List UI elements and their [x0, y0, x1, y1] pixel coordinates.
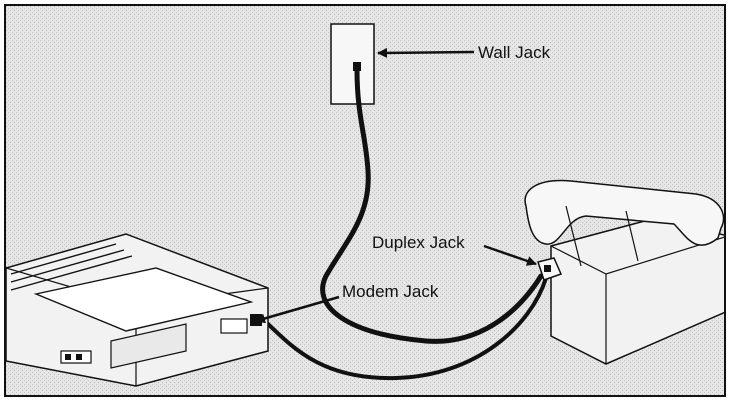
duplex-jack-arrow [483, 244, 537, 266]
computer [6, 233, 269, 387]
connection-diagram: Wall Jack Duplex Jack Modem Jack [6, 6, 724, 395]
duplex-jack-label: Duplex Jack [372, 233, 465, 252]
wall-jack-socket [353, 62, 361, 71]
modem-jack-label: Modem Jack [342, 282, 439, 301]
wall-jack-plate [330, 23, 375, 105]
diagram-frame: Wall Jack Duplex Jack Modem Jack [4, 4, 726, 397]
wall-jack-label: Wall Jack [478, 43, 551, 62]
telephone [524, 179, 724, 365]
modem-cable [266, 276, 548, 381]
modem-jack-port [220, 318, 248, 334]
wall-jack-arrow [377, 47, 475, 58]
duplex-jack [537, 257, 563, 281]
wall-cable [320, 67, 544, 344]
modem-jack-arrow [255, 295, 340, 324]
